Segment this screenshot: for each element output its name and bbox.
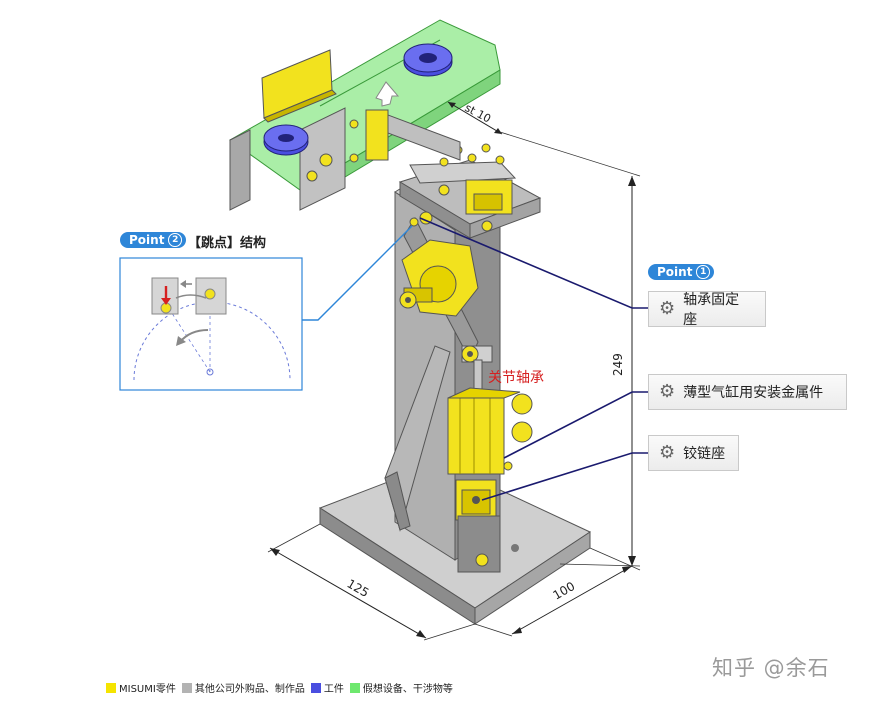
legend-swatch — [106, 682, 116, 693]
dim-height-label: 249 — [611, 353, 625, 376]
gear-icon: ⚙ — [659, 381, 676, 402]
callout-cylinder-bracket-label: 薄型气缸用安装金属件 — [683, 385, 824, 401]
point1-number: 1 — [696, 265, 710, 279]
stroke-arrow — [447, 101, 503, 135]
dim-height-lines — [499, 131, 641, 567]
legend-swatch — [310, 682, 321, 693]
legend-label: 假想设备、干涉物等 — [362, 684, 453, 695]
legend-label: 工件 — [323, 684, 344, 695]
point2-detail-box — [119, 257, 303, 391]
bearing-seat-part — [399, 211, 479, 317]
stopper-block — [261, 49, 337, 123]
slide-plate — [229, 107, 461, 211]
point1-label: Point — [657, 265, 693, 279]
callout-cylinder-bracket[interactable]: ⚙ 薄型气缸用安装金属件 — [648, 374, 847, 410]
callout-bearing-seat-label: 轴承固定座 — [683, 292, 740, 328]
point2-title: 【跳点】结构 — [188, 236, 267, 251]
gear-icon: ⚙ — [659, 298, 676, 319]
watermark: 知乎 @余石 — [712, 656, 830, 680]
legend-item-workpiece: 工件 — [310, 680, 344, 695]
callout-hinge-seat-label: 铰链座 — [683, 446, 726, 462]
workpiece — [263, 43, 453, 156]
leader-lines — [300, 217, 648, 501]
callout-bearing-seat[interactable]: ⚙ 轴承固定座 — [648, 291, 766, 328]
gear-icon: ⚙ — [659, 442, 676, 463]
rod-end-part — [461, 345, 493, 401]
hinge-seat-part — [455, 479, 501, 573]
legend-swatch — [349, 682, 360, 693]
direction-arrow-icon — [375, 81, 400, 107]
dim-width-label: 125 — [345, 576, 372, 600]
legend-label: 其他公司外购品、制作品 — [194, 684, 305, 695]
stroke-label: st 10 — [463, 101, 493, 125]
dim-width-lines — [267, 523, 476, 641]
legend-item-virtual: 假想设备、干涉物等 — [349, 680, 453, 695]
legend-item-misumi: MISUMI零件 — [106, 680, 176, 695]
point2-number: 2 — [168, 233, 182, 247]
point2-label: Point — [129, 233, 165, 247]
color-legend: MISUMI零件 其他公司外购品、制作品 工件 假想设备、干涉物等 — [106, 680, 453, 695]
point2-badge: Point 2 — [120, 232, 186, 248]
top-block — [398, 143, 542, 239]
gusset-rib — [384, 345, 451, 532]
cylinder-part — [447, 387, 533, 475]
legend-item-other: 其他公司外购品、制作品 — [181, 680, 305, 695]
legend-label: MISUMI零件 — [119, 684, 176, 695]
dim-depth-lines — [474, 547, 641, 637]
legend-swatch — [181, 682, 192, 693]
rod-end-label: 关节轴承 — [488, 370, 544, 386]
callout-hinge-seat[interactable]: ⚙ 铰链座 — [648, 435, 739, 471]
point1-badge: Point 1 — [648, 264, 714, 280]
